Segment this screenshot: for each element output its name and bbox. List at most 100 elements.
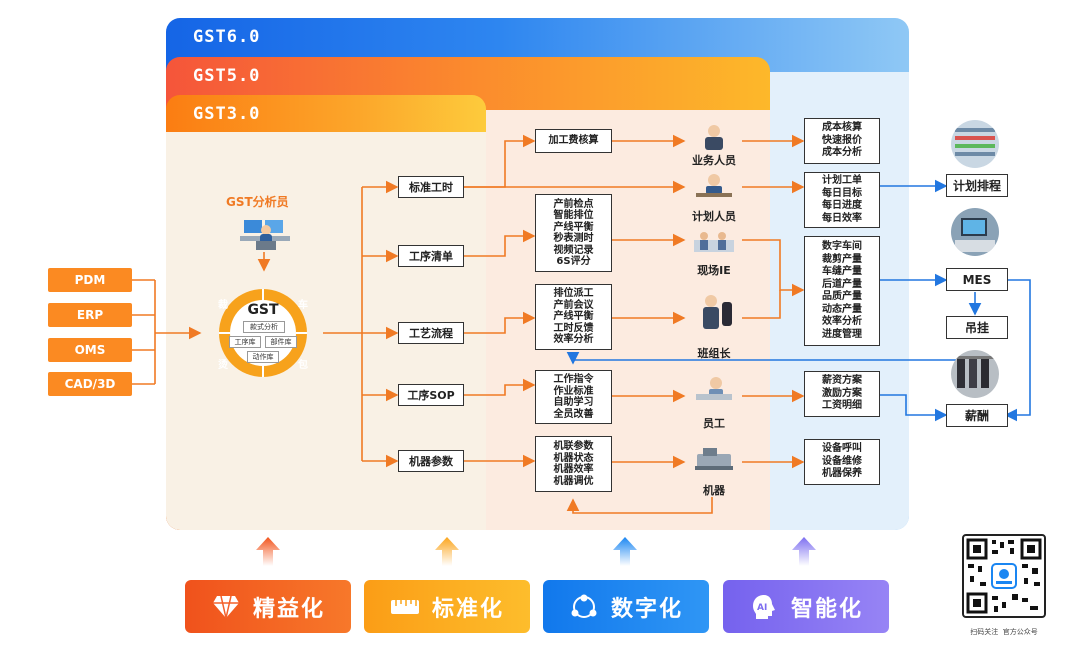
ring-label-cut: 裁 xyxy=(218,300,228,311)
ai-head-icon: AI xyxy=(749,592,779,622)
gst-tag-parts: 部件库 xyxy=(265,336,297,348)
prep-line: 6S评分 xyxy=(556,256,591,267)
node-process-list: 工序清单 xyxy=(398,245,464,267)
box-salary: 薪酬 xyxy=(946,404,1008,427)
analyst-title: GST分析员 xyxy=(226,195,289,209)
ring-label-sew: 车 xyxy=(298,300,308,311)
work-line: 自助学习 xyxy=(553,397,594,408)
result-workshop-line: 品质产量 xyxy=(822,291,862,302)
dispatch-line: 排位派工 xyxy=(553,288,594,300)
machine-line: 机器效率 xyxy=(553,464,594,475)
gst-core: 裁 车 烫 包 GST 款式分析 工序库 部件库 动作库 xyxy=(205,288,321,378)
network-icon xyxy=(569,592,599,622)
result-plan-line: 每日目标 xyxy=(822,187,862,199)
result-workshop-line: 数字车间 xyxy=(822,241,862,252)
role-business: 业务人员 xyxy=(692,154,736,167)
result-equip-line: 机器保养 xyxy=(822,468,862,480)
result-workshop-line: 效率分析 xyxy=(822,316,862,327)
work-line: 作业标准 xyxy=(553,385,594,397)
dispatch-line: 产线平衡 xyxy=(553,311,594,323)
salary-photo xyxy=(951,350,999,398)
result-pay-line: 薪资方案 xyxy=(822,375,862,387)
svg-text:AI: AI xyxy=(757,603,767,613)
result-equipment: 设备呼叫 设备维修 机器保养 xyxy=(804,439,880,485)
result-plan-line: 每日进度 xyxy=(822,200,862,211)
gst-ring xyxy=(219,289,307,377)
result-equip-line: 设备维修 xyxy=(822,455,862,467)
field-ie-icon xyxy=(692,230,736,256)
box-machine-link: 机联参数 机器状态 机器效率 机器调优 xyxy=(535,436,612,492)
mes-photo xyxy=(951,208,999,256)
prep-line: 视频记录 xyxy=(553,244,594,256)
result-cost-line: 成本分析 xyxy=(822,147,862,159)
box-scheduling: 计划排程 xyxy=(946,174,1008,197)
role-worker: 员工 xyxy=(703,417,725,430)
work-line: 工作指令 xyxy=(553,374,594,385)
box-dispatch: 排位派工 产前会议 产线平衡 工时反馈 效率分析 xyxy=(535,284,612,350)
business-person-icon xyxy=(697,124,731,150)
worker-icon xyxy=(694,376,734,404)
result-workshop: 数字车间 裁剪产量 车缝产量 后道产量 品质产量 动态产量 效率分析 进度管理 xyxy=(804,236,880,346)
pillar-digital-label: 数字化 xyxy=(610,596,683,622)
qr-caption: 扫码关注 官方公众号 xyxy=(970,628,1038,636)
result-plan-line: 每日效率 xyxy=(822,212,862,224)
result-pay-line: 工资明细 xyxy=(822,400,862,412)
prep-line: 智能排位 xyxy=(553,210,594,221)
machine-line: 机器状态 xyxy=(553,452,594,464)
role-planner: 计划人员 xyxy=(692,210,736,223)
role-field-ie: 现场IE xyxy=(697,264,731,277)
gst-core-title: GST xyxy=(247,302,279,318)
result-cost-line: 成本核算 xyxy=(822,122,862,134)
machine-line: 机器调优 xyxy=(553,475,594,487)
prep-line: 产线平衡 xyxy=(553,221,594,233)
node-process-sop: 工序SOP xyxy=(398,384,464,406)
result-plan-line: 计划工单 xyxy=(822,175,862,186)
work-line: 全员改善 xyxy=(553,408,594,420)
pillar-intelligent-label: 智能化 xyxy=(790,596,863,622)
gst-tag-action: 动作库 xyxy=(247,351,279,363)
dispatch-line: 效率分析 xyxy=(553,334,594,346)
gst3-title: GST3.0 xyxy=(193,104,261,124)
analyst-illustration xyxy=(238,212,292,252)
gst-tag-style: 款式分析 xyxy=(243,321,285,333)
gst-tag-process: 工序库 xyxy=(229,336,261,348)
pillar-lean-label: 精益化 xyxy=(252,596,325,622)
planner-icon xyxy=(694,173,734,199)
pillar-standard: 标准化 xyxy=(364,580,530,633)
box-mes: MES xyxy=(946,268,1008,291)
dispatch-line: 产前会议 xyxy=(553,299,594,311)
result-equip-line: 设备呼叫 xyxy=(822,443,862,455)
result-pay: 薪资方案 激励方案 工资明细 xyxy=(804,371,880,417)
node-standard-time: 标准工时 xyxy=(398,176,464,198)
pillar-digital: 数字化 xyxy=(543,580,709,633)
planning-photo xyxy=(951,120,999,168)
machine-line: 机联参数 xyxy=(553,441,594,452)
box-work-instruction: 工作指令 作业标准 自助学习 全员改善 xyxy=(535,370,612,424)
result-workshop-line: 裁剪产量 xyxy=(822,253,862,265)
machine-icon xyxy=(693,446,735,472)
qr-code[interactable] xyxy=(962,534,1046,618)
ring-label-iron: 烫 xyxy=(218,360,228,371)
result-pay-line: 激励方案 xyxy=(822,387,862,399)
box-cost-calc: 加工费核算 xyxy=(535,129,612,153)
source-oms: OMS xyxy=(48,338,132,362)
pillar-standard-label: 标准化 xyxy=(431,596,504,622)
result-workshop-line: 车缝产量 xyxy=(822,266,862,277)
pillar-intelligent: AI 智能化 xyxy=(723,580,889,633)
ruler-icon xyxy=(390,592,420,622)
box-cost-calc-line: 加工费核算 xyxy=(548,135,599,147)
ring-label-pack: 包 xyxy=(298,360,308,371)
diamond-icon xyxy=(211,592,241,622)
node-machine-params: 机器参数 xyxy=(398,450,464,472)
result-cost-line: 快速报价 xyxy=(822,134,862,146)
role-team-leader: 班组长 xyxy=(697,347,731,360)
team-leader-icon xyxy=(698,294,734,334)
source-pdm: PDM xyxy=(48,268,132,292)
result-cost: 成本核算 快速报价 成本分析 xyxy=(804,118,880,164)
pillar-lean: 精益化 xyxy=(185,580,351,633)
role-machine: 机器 xyxy=(703,484,725,497)
result-plan: 计划工单 每日目标 每日进度 每日效率 xyxy=(804,172,880,228)
source-erp: ERP xyxy=(48,303,132,327)
